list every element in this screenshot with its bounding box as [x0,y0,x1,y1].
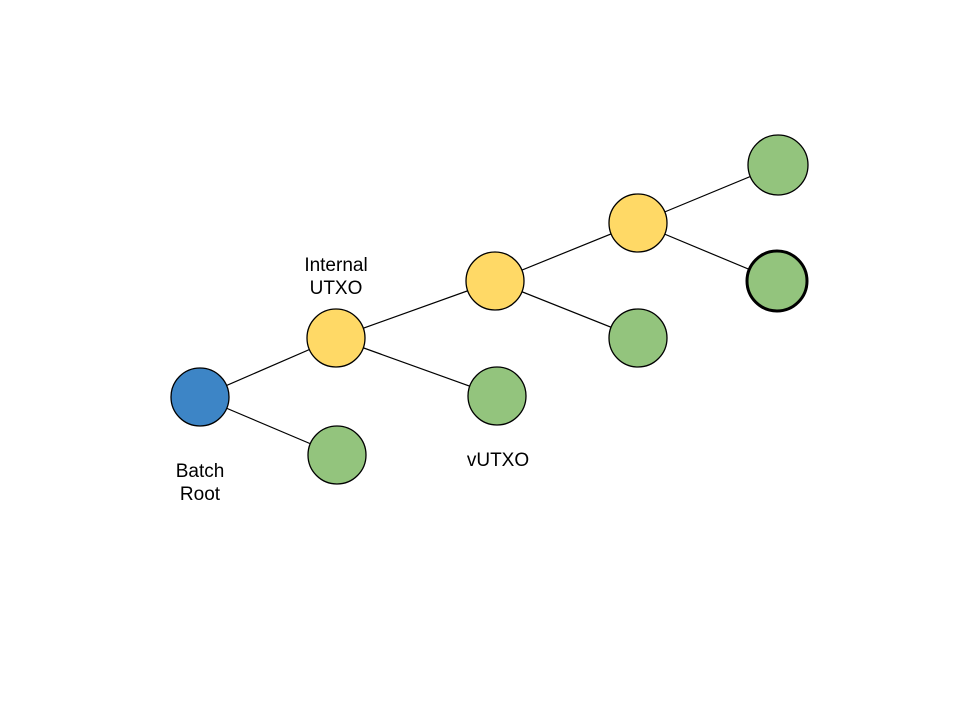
batch-root-label-line-2: Root [180,484,221,505]
nodes-layer [170,134,809,485]
node-internal-utxo-2 [465,251,525,311]
node-vutxo-2 [467,366,527,426]
vutxo-label: vUTXO [467,450,529,471]
node-vutxo-3 [608,308,668,368]
node-internal-utxo-1 [306,308,366,368]
batch-root-label-line-1: Batch [176,461,225,482]
node-internal-utxo-3 [608,193,668,253]
internal-utxo-label-line-2: UTXO [310,278,363,299]
node-vutxo-4 [747,134,809,196]
node-batch-root [170,367,230,427]
vutxo-label-line-1: vUTXO [467,450,529,471]
internal-utxo-label-line-1: Internal [304,255,367,276]
node-vutxo-5-highlighted [745,249,809,313]
node-vutxo-1 [307,425,367,485]
